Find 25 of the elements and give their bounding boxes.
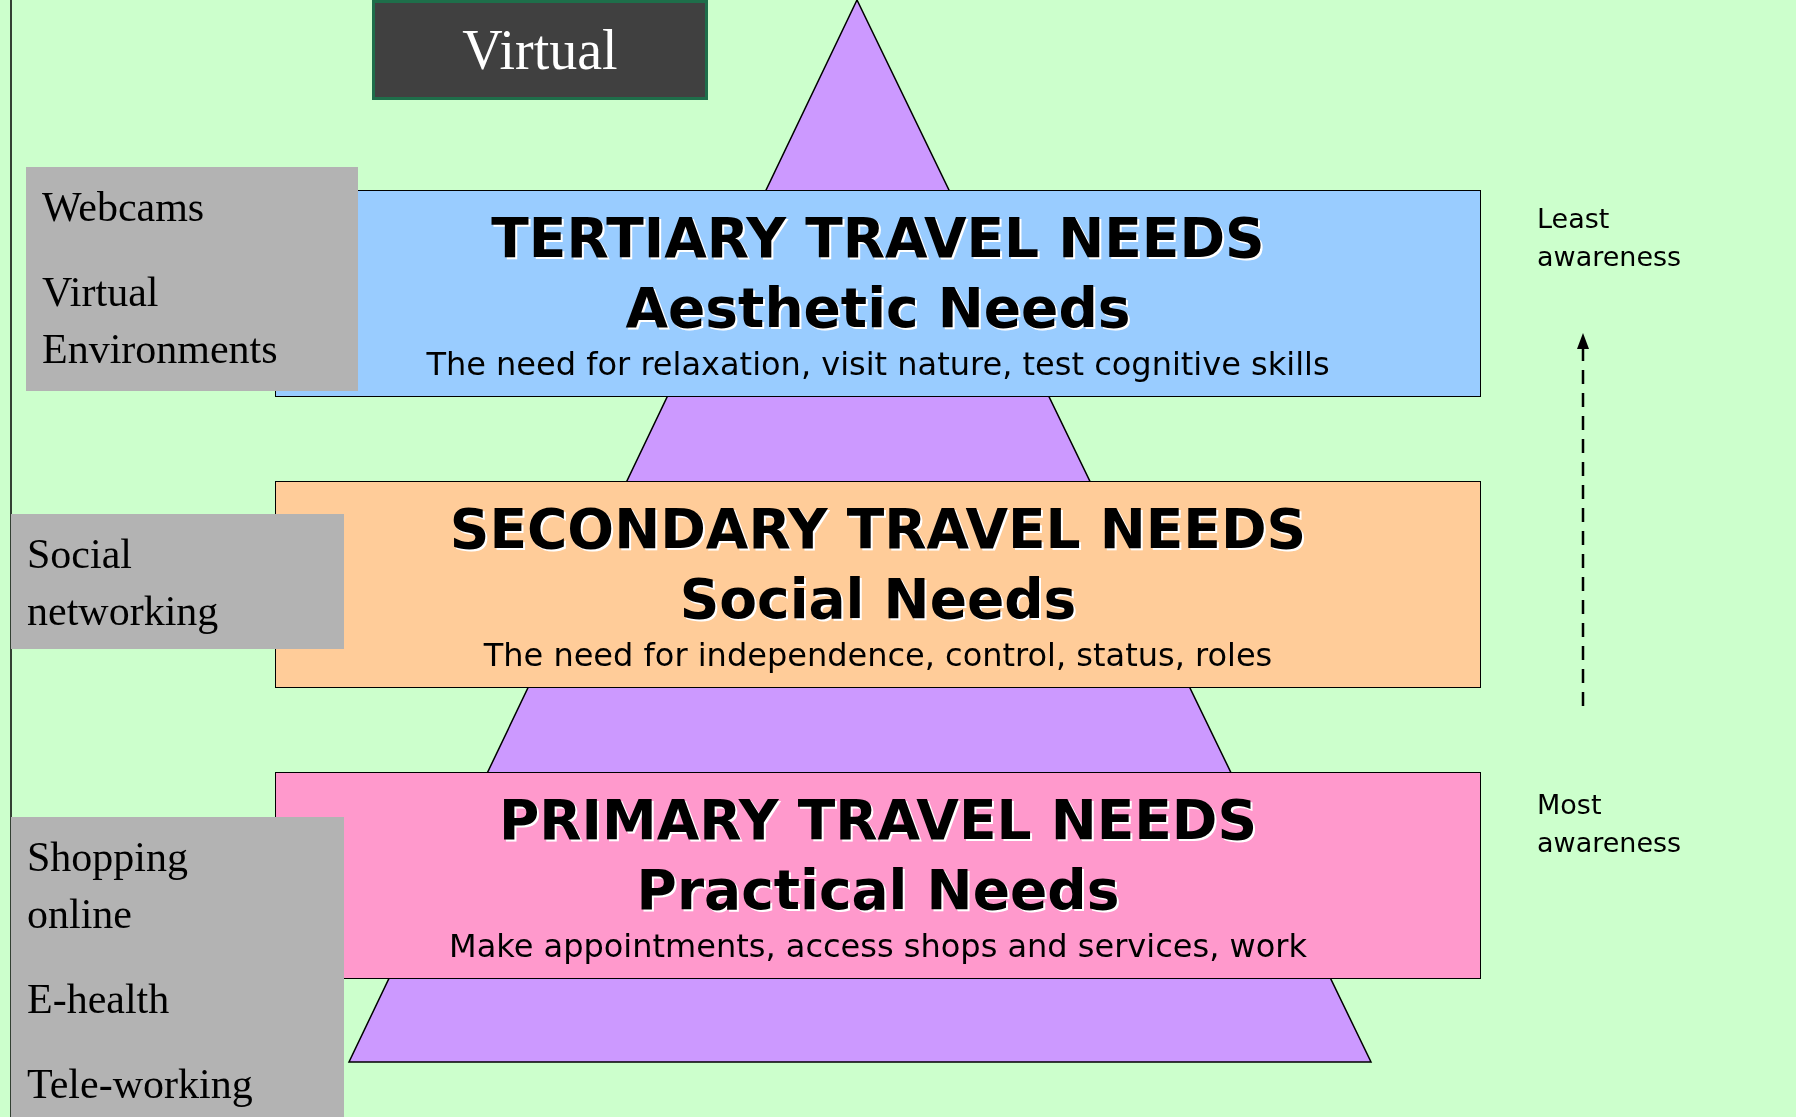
band-heading: PRIMARY TRAVEL NEEDS xyxy=(498,786,1258,854)
band-description: Make appointments, access shops and services, work xyxy=(449,925,1307,967)
band-subheading: Practical Needs xyxy=(636,856,1120,924)
technology-item: Social networking xyxy=(27,530,220,636)
needs-band xyxy=(275,772,1481,979)
needs-band xyxy=(275,190,1481,397)
technology-item: Webcams xyxy=(42,183,206,232)
band-subheading: Social Needs xyxy=(679,565,1077,633)
band-heading: TERTIARY TRAVEL NEEDS xyxy=(491,204,1265,272)
technology-box xyxy=(26,167,358,391)
technology-item: Tele-working xyxy=(27,1060,254,1109)
technology-item: E-health xyxy=(27,975,171,1024)
band-description: The need for independence, control, status, roles xyxy=(483,634,1273,676)
awareness-label: Least awareness xyxy=(1537,202,1683,274)
band-heading: SECONDARY TRAVEL NEEDS xyxy=(449,495,1307,563)
needs-band xyxy=(275,481,1481,688)
title-box xyxy=(372,0,708,100)
awareness-label: Most awareness xyxy=(1537,788,1683,860)
title-text: Virtual xyxy=(462,19,618,81)
band-subheading: Aesthetic Needs xyxy=(625,274,1131,342)
technology-item: Virtual Environments xyxy=(42,268,279,374)
technology-box xyxy=(11,817,344,1117)
band-description: The need for relaxation, visit nature, test cognitive skills xyxy=(426,343,1330,385)
technology-item: Shopping online xyxy=(27,833,190,939)
technology-box xyxy=(11,514,344,649)
